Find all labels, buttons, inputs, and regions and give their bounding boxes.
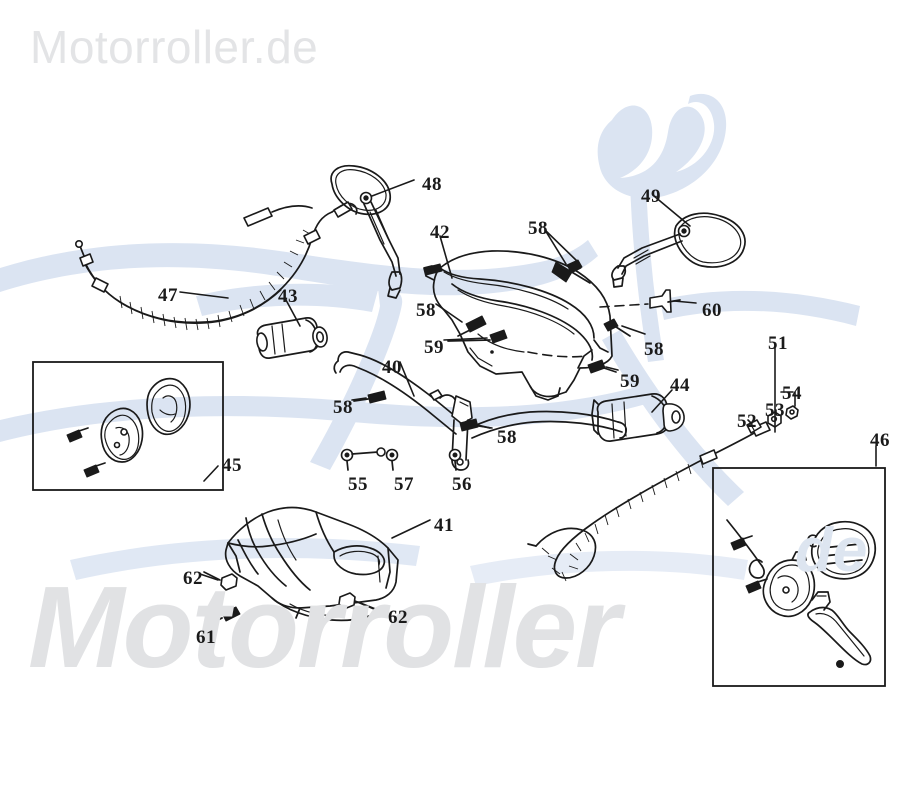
callout-label-48: 48 <box>422 174 442 195</box>
screw-59b <box>587 359 617 374</box>
callout-label-59a: 59 <box>424 337 444 358</box>
callout-label-47: 47 <box>158 285 178 306</box>
callout-label-58b: 58 <box>416 300 436 321</box>
inset-box-46 <box>712 467 886 687</box>
part-42-handlebar-cover <box>423 250 613 401</box>
callout-leader-lines <box>179 179 877 625</box>
page-title: Motorroller.de <box>30 21 319 73</box>
watermark-de: de <box>795 516 868 585</box>
part-48-mirror-left <box>330 164 403 299</box>
callout-label-52: 52 <box>737 411 757 432</box>
part-41-front-cover <box>224 506 399 622</box>
callout-label-60: 60 <box>702 300 722 321</box>
callout-label-46: 46 <box>870 430 890 451</box>
screw-58c <box>603 318 631 337</box>
part-47-brake-cable <box>75 201 358 331</box>
callout-label-56: 56 <box>452 474 472 495</box>
bolt-55 <box>340 447 386 471</box>
callout-label-45: 45 <box>222 455 242 476</box>
callout-label-58e: 58 <box>497 427 517 448</box>
callout-label-59b: 59 <box>620 371 640 392</box>
callout-label-62b: 62 <box>388 607 408 628</box>
callout-label-44: 44 <box>670 375 690 396</box>
callout-label-49: 49 <box>641 186 661 207</box>
callout-label-43: 43 <box>278 286 298 307</box>
callout-label-58c: 58 <box>644 339 664 360</box>
callout-label-62a: 62 <box>183 568 203 589</box>
bolt-57 <box>385 448 399 471</box>
callout-label-51: 51 <box>768 333 788 354</box>
screw-58b <box>457 315 487 337</box>
callout-label-61: 61 <box>196 627 216 648</box>
part-51-throttle-cable <box>527 421 771 582</box>
screw-62a <box>203 571 238 591</box>
inset-box-45 <box>32 361 224 491</box>
callout-label-42: 42 <box>430 222 450 243</box>
screw-58d <box>353 390 387 404</box>
callout-label-54: 54 <box>782 383 802 404</box>
part-44-throttle-grip <box>591 393 685 442</box>
screw-58a <box>551 261 591 284</box>
callout-label-57: 57 <box>394 474 414 495</box>
part-54-washer <box>785 405 799 420</box>
callout-label-55: 55 <box>348 474 368 495</box>
bolt-56 <box>448 448 462 471</box>
watermark-motorroller: Motorroller <box>28 562 620 692</box>
screw-58a2 <box>567 261 582 274</box>
part-40-handlebar <box>333 351 628 471</box>
callout-label-41: 41 <box>434 515 454 536</box>
callout-label-53: 53 <box>765 400 785 421</box>
part-49-mirror-right <box>611 212 746 288</box>
part-60-plug <box>599 289 681 313</box>
callout-label-40: 40 <box>382 357 402 378</box>
callout-label-58d: 58 <box>333 397 353 418</box>
part-43-left-grip <box>256 317 328 359</box>
screw-59a <box>447 329 508 344</box>
callout-label-58a: 58 <box>528 218 548 239</box>
